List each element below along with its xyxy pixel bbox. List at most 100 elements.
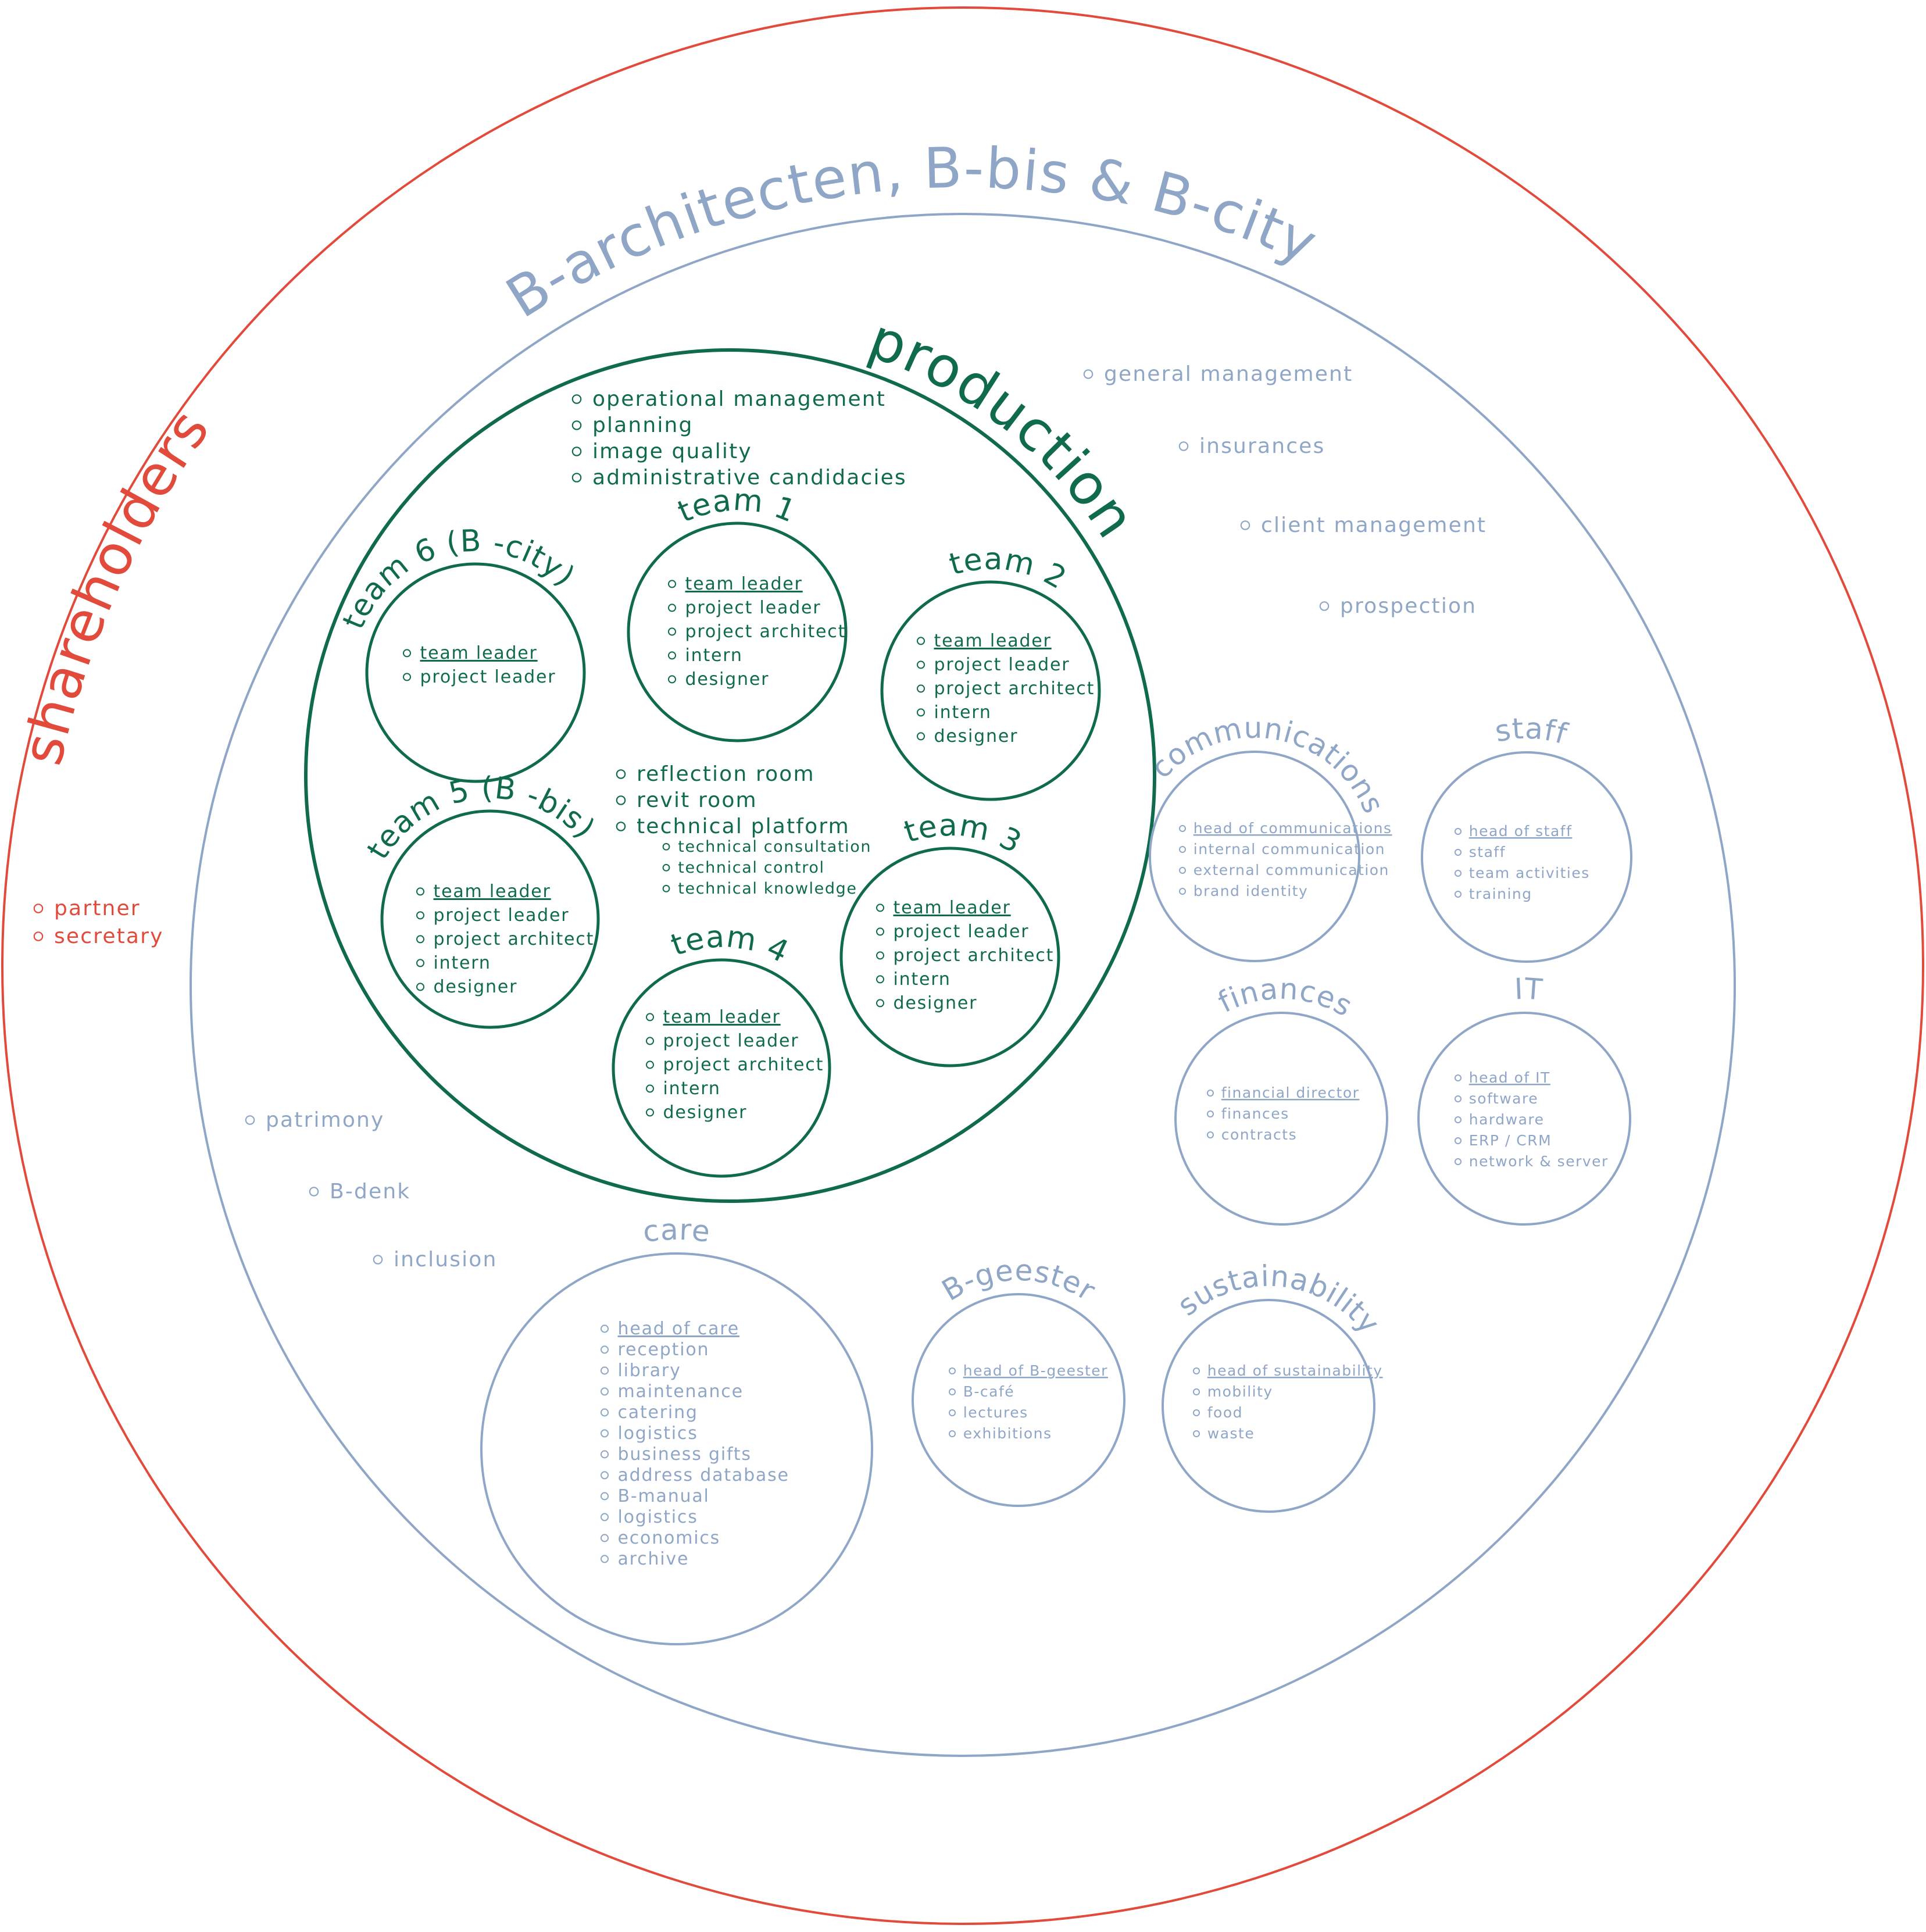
list-item: team leader — [894, 898, 1011, 918]
list-item: business gifts — [618, 1444, 752, 1465]
list-item: team leader — [434, 881, 551, 902]
list-item: exhibitions — [963, 1425, 1052, 1442]
department-1-ring — [1421, 751, 1632, 963]
list-item: intern — [434, 953, 491, 973]
company-side-item-2: inclusion — [373, 1248, 497, 1272]
team-4-title-text: team 4 — [667, 919, 794, 970]
list-item: catering — [618, 1402, 698, 1423]
bullet-icon — [1083, 369, 1094, 379]
list-item: patrimony — [266, 1108, 385, 1132]
list-item: designer — [663, 1102, 748, 1123]
list-item: lectures — [963, 1404, 1028, 1421]
list-item: operational management — [592, 387, 886, 411]
bullet-icon — [601, 1471, 609, 1480]
bullet-icon — [1179, 888, 1186, 895]
list-item: intern — [663, 1079, 721, 1099]
bullet-icon — [949, 1409, 956, 1416]
list-item: secretary — [54, 924, 164, 948]
department-1-title-text: staff — [1492, 712, 1571, 751]
list-item: hardware — [1469, 1111, 1545, 1128]
list-item: prospection — [1340, 594, 1477, 618]
bullet-icon — [1240, 520, 1250, 530]
department-3-title: IT — [1514, 972, 1544, 1006]
company-item-3: prospection — [1319, 594, 1477, 618]
list-item: inclusion — [394, 1248, 497, 1272]
list-item: internal communication — [1194, 841, 1385, 858]
bullet-icon — [668, 580, 676, 588]
list-item: technical consultation — [678, 838, 871, 856]
bullet-icon — [662, 842, 670, 851]
list-item: client management — [1261, 513, 1487, 537]
department-5-list: head of B-geesterB-cafélecturesexhibitio… — [949, 1362, 1107, 1442]
bullet-icon — [616, 769, 626, 779]
list-item: B-manual — [618, 1486, 710, 1506]
bullet-icon — [1455, 891, 1462, 898]
bullet-icon — [601, 1366, 609, 1375]
bullet-icon — [917, 637, 925, 645]
bullet-icon — [1455, 1095, 1462, 1102]
bullet-icon — [646, 1037, 654, 1045]
list-item: B-denk — [330, 1180, 410, 1204]
bullet-icon — [1193, 1430, 1200, 1437]
bullet-icon — [33, 903, 44, 913]
bullet-icon — [416, 983, 424, 991]
bullet-icon — [601, 1324, 609, 1333]
list-item: B-café — [963, 1383, 1014, 1400]
bullet-icon — [33, 931, 44, 941]
bullet-icon — [1455, 849, 1462, 856]
bullet-icon — [416, 887, 424, 896]
list-item: technical platform — [637, 815, 850, 838]
list-item: team activities — [1469, 865, 1590, 881]
bullet-icon — [1207, 1110, 1214, 1117]
list-item: contracts — [1221, 1126, 1297, 1143]
shareholders-title-text: shareholders — [9, 398, 221, 771]
department-2-title: finances — [1213, 972, 1358, 1023]
bullet-icon — [646, 1108, 654, 1117]
list-item: logistics — [618, 1423, 698, 1444]
list-item: intern — [894, 969, 951, 990]
bullet-icon — [917, 708, 925, 717]
team-2-ring — [880, 580, 1101, 801]
bullet-icon — [403, 649, 411, 658]
company-item-0: general management — [1083, 362, 1352, 386]
bullet-icon — [601, 1450, 609, 1459]
bullet-icon — [416, 959, 424, 967]
list-item: team leader — [934, 631, 1052, 651]
bullet-icon — [1193, 1409, 1200, 1416]
team-5-title-text: team 5 (B -bis) — [360, 771, 601, 866]
bullet-icon — [416, 935, 424, 944]
bullet-icon — [949, 1388, 956, 1395]
bullet-icon — [245, 1115, 255, 1125]
bullet-icon — [876, 951, 884, 960]
bullet-icon — [571, 473, 582, 483]
list-item: head of sustainability — [1207, 1362, 1383, 1379]
list-item: software — [1469, 1090, 1538, 1107]
production-title-text: production — [861, 306, 1148, 550]
department-6-ring — [1162, 1299, 1375, 1513]
department-4-ring — [480, 1252, 873, 1645]
production-title: production — [861, 306, 1149, 550]
shareholders-ring — [1, 6, 1924, 1925]
list-item: maintenance — [618, 1381, 744, 1402]
department-2-title-text: finances — [1213, 972, 1357, 1023]
list-item: designer — [685, 669, 770, 690]
team-4-title: team 4 — [667, 919, 795, 970]
bullet-icon — [668, 603, 676, 612]
company-title-text: B-architecten, B-bis & B-city — [495, 135, 1326, 331]
list-item: designer — [934, 726, 1019, 747]
list-item: project leader — [685, 598, 821, 618]
department-4-title: care — [641, 1213, 712, 1249]
bullet-icon — [1455, 1074, 1462, 1081]
list-item: ERP / CRM — [1469, 1132, 1552, 1149]
list-item: technical control — [678, 859, 824, 877]
list-item: network & server — [1469, 1153, 1609, 1170]
bullet-icon — [1455, 1116, 1462, 1123]
bullet-icon — [1455, 828, 1462, 835]
list-item: food — [1207, 1404, 1243, 1421]
